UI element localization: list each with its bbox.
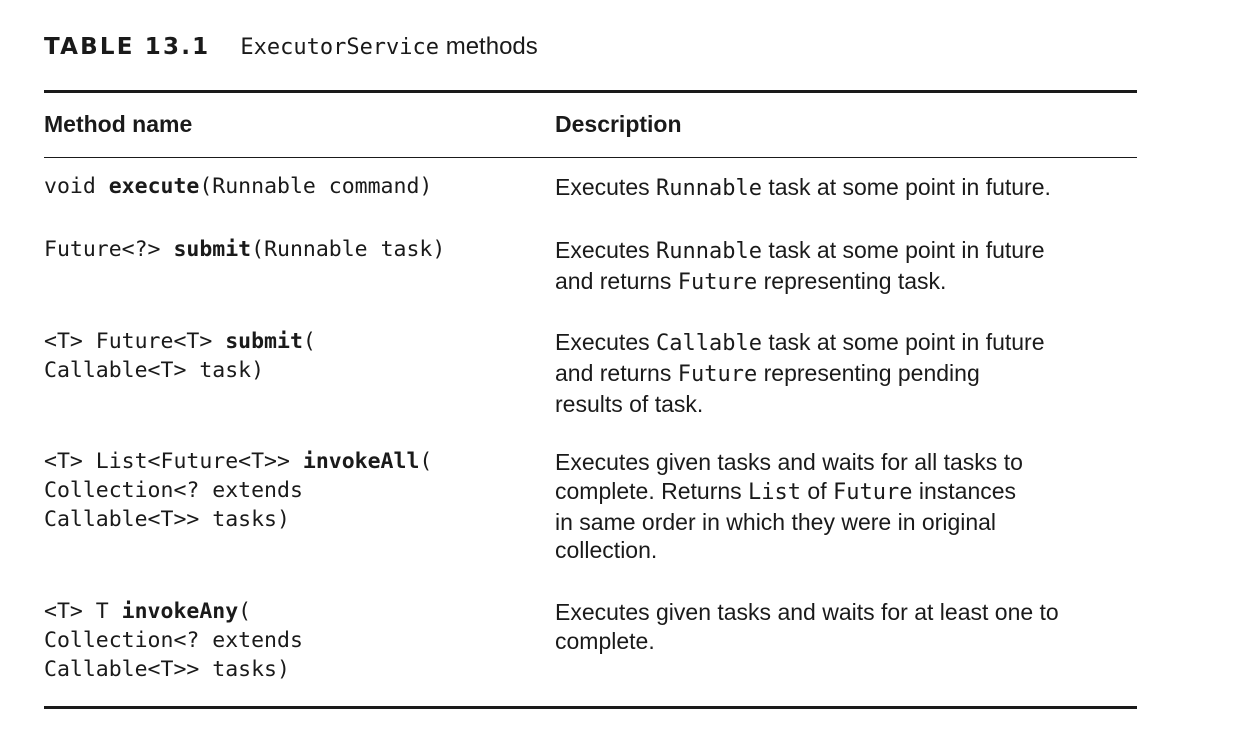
method-name: execute bbox=[108, 174, 200, 199]
method-name: invokeAny bbox=[121, 599, 239, 624]
signature-line: Callable<T> task) bbox=[44, 357, 265, 383]
method-name: invokeAll bbox=[302, 449, 420, 474]
method-signature: <T> T invokeAny( Collection<? extends Ca… bbox=[44, 598, 544, 684]
method-signature: Future<?> submit(Runnable task) bbox=[44, 236, 544, 265]
signature-line: Collection<? extends bbox=[44, 627, 303, 653]
table-title-text: methods bbox=[439, 33, 538, 60]
description-line: Executes Callable task at some point in … bbox=[555, 329, 1045, 356]
method-description: Executes Runnable task at some point in … bbox=[555, 173, 1135, 204]
signature-line: Collection<? extends bbox=[44, 477, 303, 503]
signature-line: void execute(Runnable command) bbox=[44, 174, 433, 199]
header-description: Description bbox=[555, 111, 682, 137]
signature-line: Callable<T>> tasks) bbox=[44, 656, 290, 682]
description-line: and returns Future representing task. bbox=[555, 267, 947, 295]
table-caption: TABLE 13.1 ExecutorService methods bbox=[44, 33, 538, 65]
description-line: complete. bbox=[555, 627, 655, 654]
table-title-code: ExecutorService bbox=[240, 35, 440, 60]
description-line: complete. Returns List of Future instanc… bbox=[555, 477, 1017, 505]
method-name: submit bbox=[173, 237, 252, 262]
method-description: Executes Callable task at some point in … bbox=[555, 328, 1135, 418]
description-line: Executes Runnable task at some point in … bbox=[555, 174, 1051, 201]
method-signature: <T> Future<T> submit( Callable<T> task) bbox=[44, 328, 544, 386]
signature-line: <T> T invokeAny( bbox=[44, 599, 252, 624]
signature-line: Callable<T>> tasks) bbox=[44, 506, 290, 532]
description-line: collection. bbox=[555, 537, 658, 564]
signature-line: <T> Future<T> submit( bbox=[44, 329, 316, 354]
description-line: results of task. bbox=[555, 390, 704, 417]
table-top-rule bbox=[44, 90, 1137, 93]
method-description: Executes given tasks and waits for all t… bbox=[555, 448, 1135, 565]
method-description: Executes Runnable task at some point in … bbox=[555, 236, 1135, 298]
method-description: Executes given tasks and waits for at le… bbox=[555, 598, 1135, 656]
signature-line: <T> List<Future<T>> invokeAll( bbox=[44, 449, 433, 474]
table-bottom-rule bbox=[44, 706, 1137, 709]
description-line: and returns Future representing pending bbox=[555, 359, 980, 387]
description-line: in same order in which they were in orig… bbox=[555, 508, 997, 535]
method-name: submit bbox=[225, 329, 303, 354]
table-number: TABLE 13.1 bbox=[44, 34, 211, 60]
table-title: ExecutorService methods bbox=[240, 33, 537, 61]
description-line: Executes given tasks and waits for all t… bbox=[555, 449, 1023, 475]
method-signature: <T> List<Future<T>> invokeAll( Collectio… bbox=[44, 448, 544, 534]
description-line: Executes Runnable task at some point in … bbox=[555, 237, 1045, 264]
description-line: Executes given tasks and waits for at le… bbox=[555, 599, 1059, 625]
header-method-name: Method name bbox=[44, 111, 193, 137]
header-rule bbox=[44, 157, 1137, 158]
signature-line: Future<?> submit(Runnable task) bbox=[44, 237, 446, 262]
method-signature: void execute(Runnable command) bbox=[44, 173, 544, 202]
